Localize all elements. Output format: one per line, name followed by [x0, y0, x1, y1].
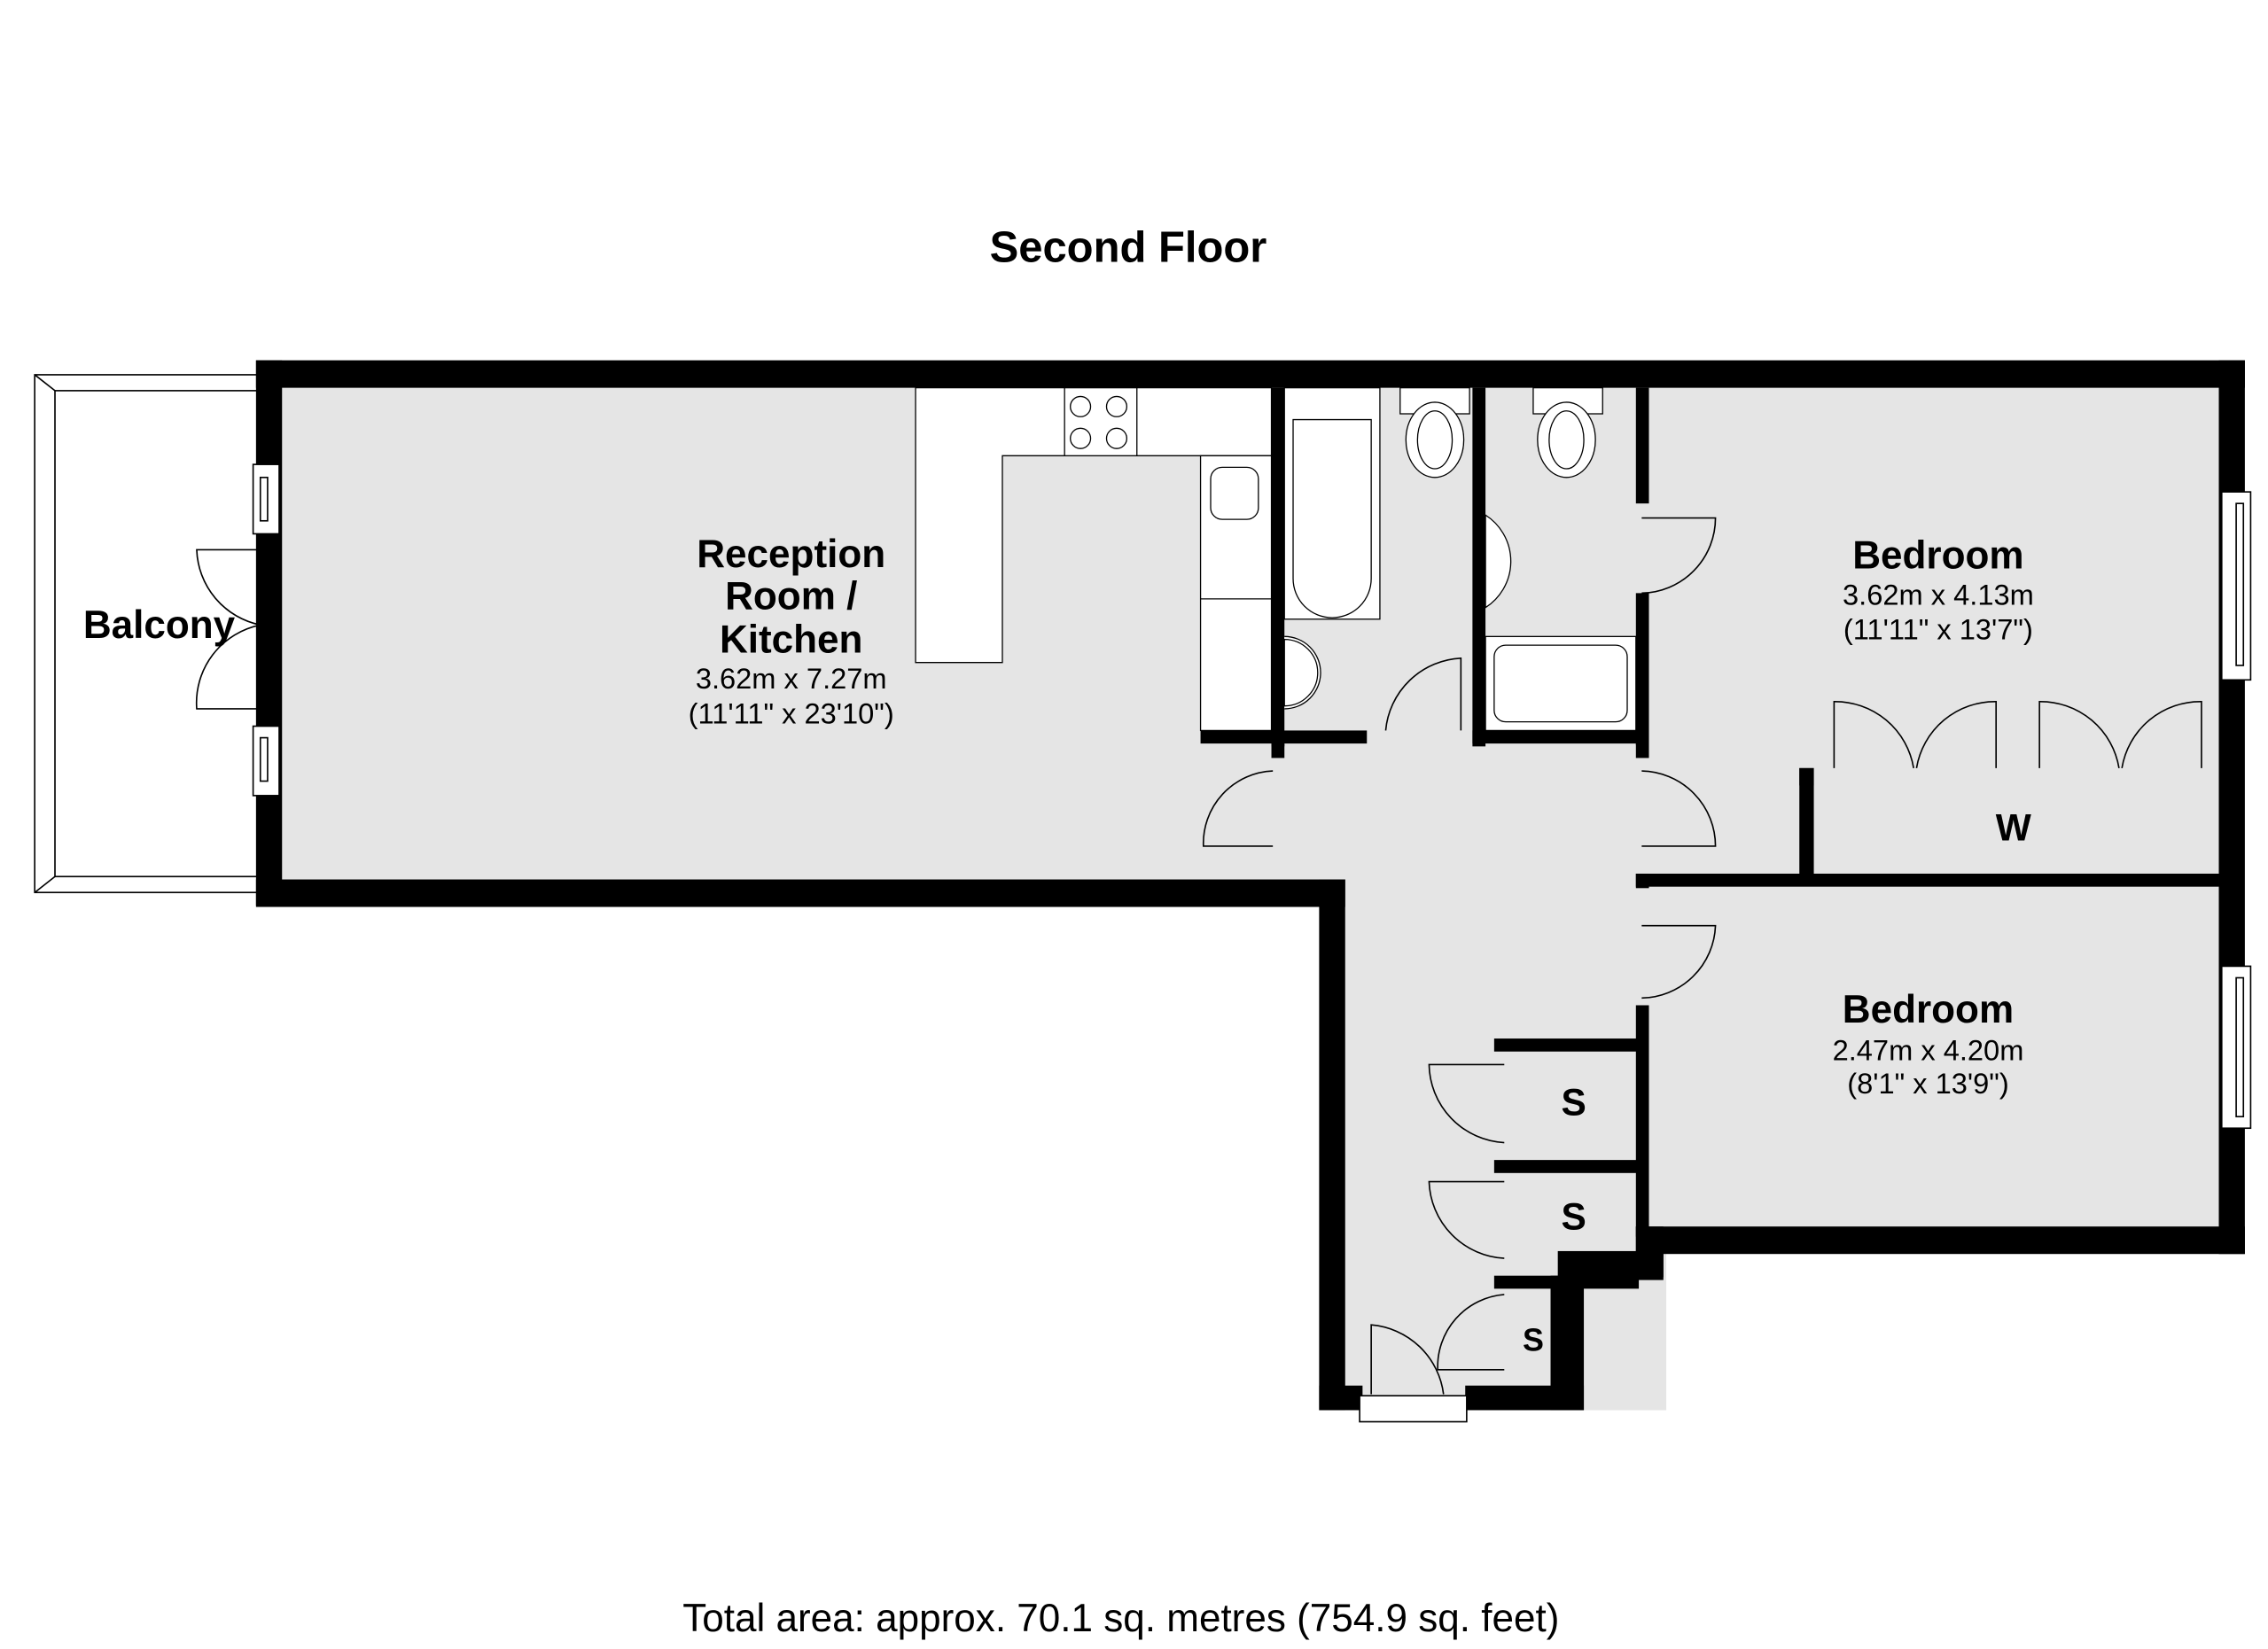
bedroom2-dims-m: 2.47m x 4.20m [1833, 1034, 2024, 1067]
reception-name-3: Kitchen [720, 618, 863, 661]
reception-name-2: Room / [725, 574, 857, 618]
storage-2-label: S [1561, 1195, 1586, 1237]
storage-3-label: S [1523, 1323, 1544, 1358]
storage-1-label: S [1561, 1082, 1586, 1124]
bedroom1-name: Bedroom [1852, 534, 2023, 578]
bedroom1-dims-ft: (11'11" x 13'7") [1843, 613, 2033, 646]
bedroom2-name: Bedroom [1843, 988, 2014, 1031]
doors [195, 517, 2202, 1395]
bedroom2-dims-ft: (8'1" x 13'9") [1847, 1067, 2009, 1100]
reception-dims-ft: (11'11" x 23'10") [689, 696, 894, 729]
floor-title: Second Floor [990, 224, 1267, 272]
kitchen-units [915, 386, 1273, 732]
bedroom1-dims-m: 3.62m x 4.13m [1843, 578, 2034, 611]
bathroom-fixtures [1283, 386, 1637, 732]
windows [252, 463, 2252, 1423]
total-area: Total area: approx. 70.1 sq. metres (754… [682, 1597, 1559, 1640]
reception-name-1: Reception [697, 533, 885, 576]
balcony [34, 374, 261, 894]
wardrobe-label: W [1996, 806, 2031, 848]
balcony-label: Balcony [83, 603, 236, 647]
reception-dims-m: 3.62m x 7.27m [696, 662, 887, 695]
